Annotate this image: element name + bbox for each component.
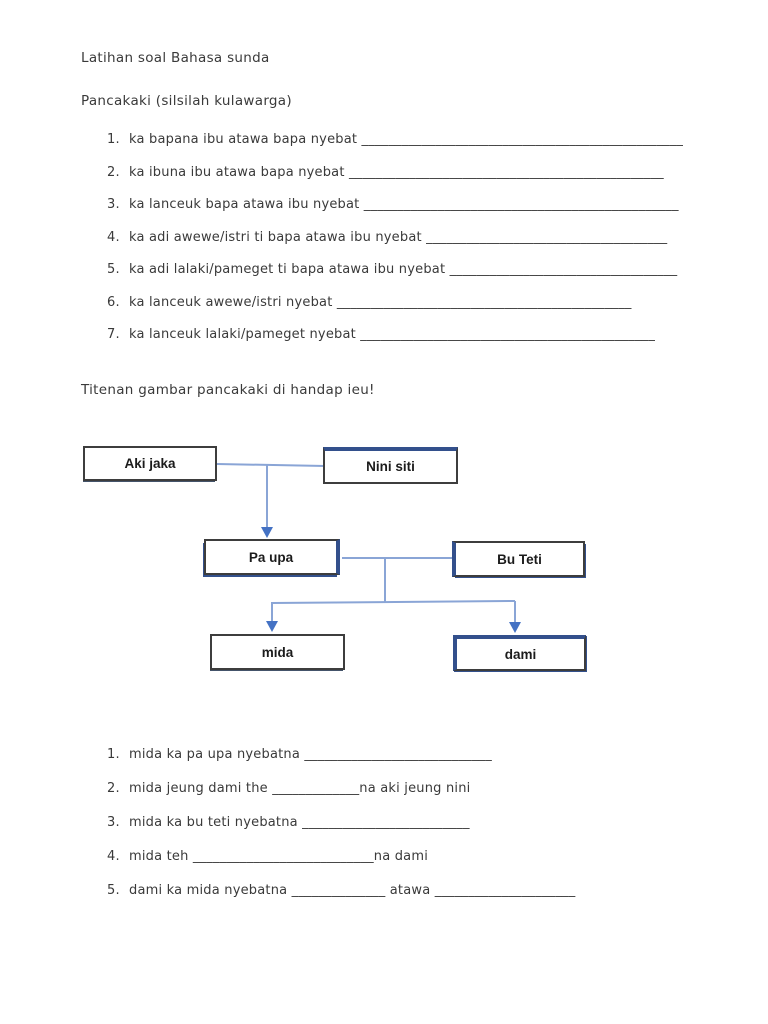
question-text: dami ka mida nyebatna ______________ ata… [129, 883, 576, 898]
question-number: 2. [107, 781, 120, 796]
question-number: 4. [107, 229, 120, 245]
diagram-box-bu-teti: Bu Teti [452, 541, 585, 577]
question-number: 7. [107, 327, 120, 342]
question-text: ka lanceuk bapa atawa ibu nyebat _______… [129, 197, 679, 212]
question-text: ka adi awewe/istri ti bapa atawa ibu nye… [129, 229, 668, 245]
page-title: Latihan soal Bahasa sunda [81, 50, 270, 66]
question-number: 5. [107, 262, 120, 277]
question-item-6: 6. ka lanceuk awewe/istri nyebat ________… [107, 295, 683, 310]
diagram-box-aki-jaka: Aki jaka [83, 446, 217, 481]
box-label: dami [504, 646, 537, 662]
question-number: 6. [107, 294, 120, 310]
question-item-2: 2. mida jeung dami the _____________na ak… [107, 781, 575, 796]
diagram-box-mida: mida [210, 634, 345, 670]
question-list-diagram: 1. mida ka pa upa nyebatna ______________… [107, 747, 575, 917]
question-item-7: 7. ka lanceuk lalaki/pameget nyebat _____… [107, 327, 683, 342]
question-item-3: 3. ka lanceuk bapa atawa ibu nyebat _____… [107, 197, 683, 212]
question-text: ka bapana ibu atawa bapa nyebat ________… [129, 132, 684, 147]
diagram-caption: Titenan gambar pancakaki di handap ieu! [81, 382, 375, 398]
diagram-box-nini-siti: Nini siti [323, 447, 458, 484]
family-tree-diagram: Aki jaka Nini siti Pa upa Bu Teti mida d… [0, 440, 640, 685]
box-label: Bu Teti [497, 551, 542, 567]
question-number: 5. [107, 883, 120, 898]
box-label: mida [261, 644, 294, 660]
family-tree-connectors [216, 463, 521, 633]
question-text: ka adi lalaki/pameget ti bapa atawa ibu … [129, 262, 678, 277]
question-number: 1. [107, 132, 120, 147]
question-text: ka ibuna ibu atawa bapa nyebat _________… [129, 164, 664, 180]
box-label: Aki jaka [124, 456, 176, 471]
question-item-3: 3. mida ka bu teti nyebatna _____________… [107, 815, 575, 830]
question-number: 1. [107, 747, 120, 762]
question-text: ka lanceuk lalaki/pameget nyebat _______… [129, 327, 656, 342]
section-heading-pancakaki: Pancakaki (silsilah kulawarga) [81, 93, 292, 109]
question-number: 2. [107, 164, 120, 180]
question-item-2: 2. ka ibuna ibu atawa bapa nyebat _______… [107, 165, 683, 180]
question-number: 3. [107, 815, 120, 830]
question-text: mida ka pa upa nyebatna ________________… [129, 747, 492, 762]
box-label: Pa upa [248, 549, 294, 565]
diagram-box-dami: dami [453, 635, 586, 671]
question-text: mida teh ___________________________na d… [129, 849, 429, 864]
question-number: 3. [107, 197, 120, 212]
question-text: mida jeung dami the _____________na aki … [129, 781, 471, 796]
question-number: 4. [107, 849, 120, 864]
question-item-1: 1. ka bapana ibu atawa bapa nyebat ______… [107, 132, 683, 147]
question-item-4: 4. mida teh ___________________________na… [107, 849, 575, 864]
question-item-1: 1. mida ka pa upa nyebatna ______________… [107, 747, 575, 762]
question-item-5: 5. dami ka mida nyebatna ______________ a… [107, 883, 575, 898]
box-label: Nini siti [366, 459, 415, 474]
question-item-5: 5. ka adi lalaki/pameget ti bapa atawa ib… [107, 262, 683, 277]
question-list-pancakaki: 1. ka bapana ibu atawa bapa nyebat ______… [107, 132, 683, 360]
question-text: mida ka bu teti nyebatna _______________… [129, 815, 470, 830]
question-text: ka lanceuk awewe/istri nyebat __________… [129, 294, 632, 310]
diagram-box-pa-upa: Pa upa [204, 539, 340, 575]
question-item-4: 4. ka adi awewe/istri ti bapa atawa ibu n… [107, 230, 683, 245]
